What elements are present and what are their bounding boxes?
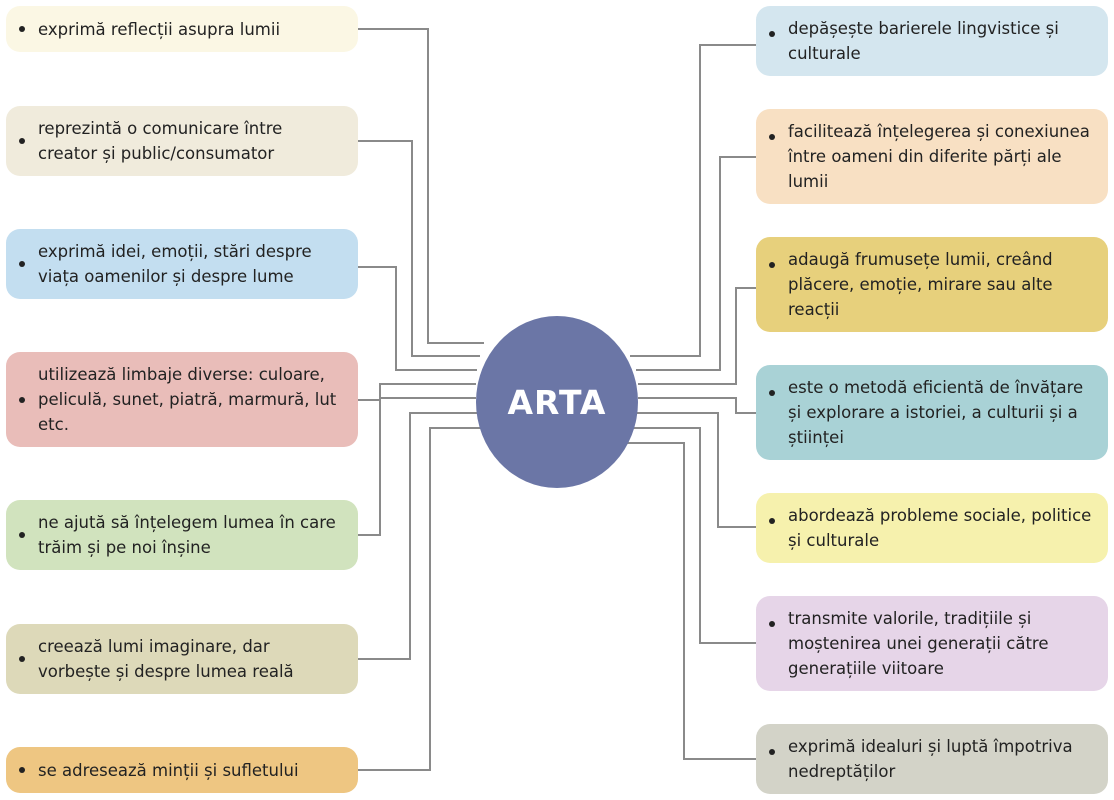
left-item-2: reprezintă o comunicare între creator și… [6, 106, 358, 176]
connector-line-9 [636, 156, 756, 371]
connector-line-1 [358, 28, 484, 344]
connector-line-12 [636, 412, 756, 528]
left-item-7-text: se adresează minții și sufletului [38, 760, 299, 780]
connector-line-8 [630, 44, 756, 357]
left-item-2-text: reprezintă o comunicare între creator și… [38, 119, 283, 163]
connector-line-11 [638, 397, 756, 414]
right-item-1-text: depășește barierele lingvistice și cultu… [788, 19, 1059, 63]
connector-line-2 [358, 140, 480, 357]
connector-line-3 [358, 266, 477, 371]
center-title: ARTA [507, 382, 607, 422]
bullet-icon [19, 532, 25, 538]
left-item-1-text: exprimă reflecții asupra lumii [38, 19, 281, 39]
connector-line-6 [358, 412, 478, 660]
bullet-icon [769, 134, 775, 140]
right-item-3-text: adaugă frumusețe lumii, creând plăcere, … [788, 250, 1053, 319]
bullet-icon [19, 396, 25, 403]
right-item-2: facilitează înțelegerea și conexiunea în… [756, 109, 1108, 204]
bullet-icon [19, 138, 25, 144]
left-item-1: exprimă reflecții asupra lumii [6, 6, 358, 52]
left-item-7: se adresează minții și sufletului [6, 747, 358, 793]
connector-line-13 [632, 427, 756, 644]
connector-line-4 [358, 383, 476, 401]
connector-line-14 [624, 442, 756, 760]
right-item-1: depășește barierele lingvistice și cultu… [756, 6, 1108, 76]
right-item-6: transmite valorile, tradițiile și moșten… [756, 596, 1108, 691]
left-item-6: creează lumi imaginare, dar vorbește și … [6, 624, 358, 694]
connector-line-7 [358, 427, 482, 771]
right-item-5-text: abordează probleme sociale, politice și … [788, 506, 1092, 550]
bullet-icon [19, 261, 25, 267]
left-item-3: exprimă idei, emoții, stări despre viața… [6, 229, 358, 299]
right-item-2-text: facilitează înțelegerea și conexiunea în… [788, 122, 1090, 191]
right-item-4: este o metodă eficientă de învățare și e… [756, 365, 1108, 460]
bullet-icon [769, 262, 775, 268]
bullet-icon [769, 621, 775, 627]
center-node: ARTA [476, 316, 638, 488]
bullet-icon [769, 518, 775, 524]
right-item-3: adaugă frumusețe lumii, creând plăcere, … [756, 237, 1108, 332]
bullet-icon [769, 749, 775, 755]
bullet-icon [769, 31, 775, 37]
connector-line-5 [358, 397, 476, 536]
bullet-icon [19, 26, 25, 32]
left-item-4-text: utilizează limbaje diverse: culoare, pel… [38, 365, 337, 434]
right-item-7-text: exprimă idealuri și luptă împotriva nedr… [788, 737, 1073, 781]
left-item-5: ne ajută să înțelegem lumea în care trăi… [6, 500, 358, 570]
right-item-6-text: transmite valorile, tradițiile și moșten… [788, 609, 1049, 678]
right-item-4-text: este o metodă eficientă de învățare și e… [788, 378, 1084, 447]
right-item-5: abordează probleme sociale, politice și … [756, 493, 1108, 563]
left-item-3-text: exprimă idei, emoții, stări despre viața… [38, 242, 312, 286]
bullet-icon [19, 767, 25, 773]
bullet-icon [19, 656, 25, 662]
connector-line-10 [638, 287, 756, 385]
left-item-5-text: ne ajută să înțelegem lumea în care trăi… [38, 513, 336, 557]
left-item-4: utilizează limbaje diverse: culoare, pel… [6, 352, 358, 447]
bullet-icon [769, 390, 775, 396]
left-item-6-text: creează lumi imaginare, dar vorbește și … [38, 637, 294, 681]
right-item-7: exprimă idealuri și luptă împotriva nedr… [756, 724, 1108, 794]
